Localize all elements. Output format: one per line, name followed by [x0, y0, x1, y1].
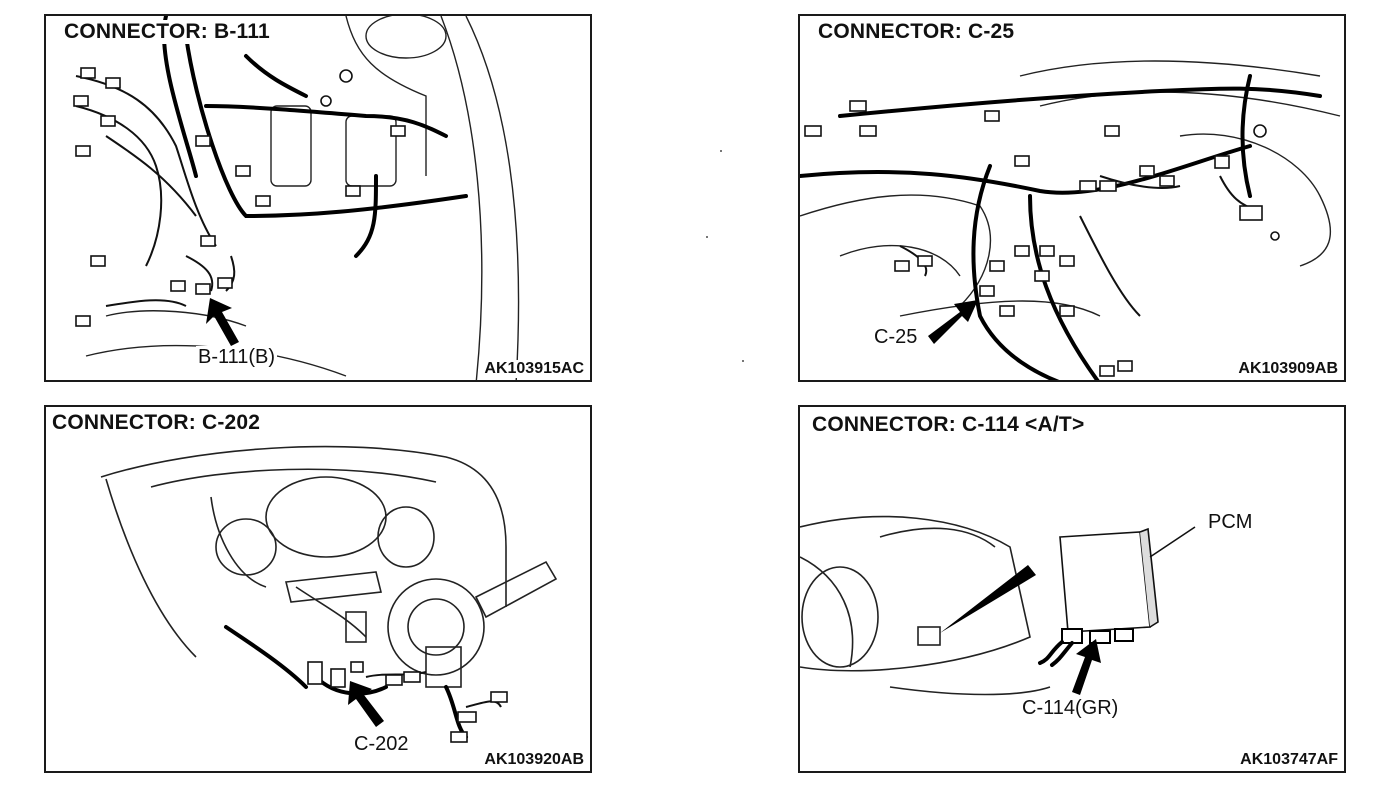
- c114-pcm-illustration: [800, 515, 1196, 696]
- figure-code: AK103920AB: [482, 751, 586, 769]
- scan-speck: [706, 236, 708, 238]
- figure-code: AK103909AB: [1236, 360, 1340, 378]
- pcm-label: PCM: [1206, 511, 1255, 534]
- figure-code: AK103915AC: [482, 360, 586, 378]
- connector-callout: C-25: [872, 326, 920, 349]
- c25-pointer-arrow: [928, 300, 978, 344]
- panel-c25: CONNECTOR: C-25 C-25 AK103909AB: [798, 14, 1346, 382]
- b111-pointer-arrow: [206, 298, 239, 346]
- scan-speck: [742, 360, 744, 362]
- panel-title: CONNECTOR: C-114 <A/T>: [808, 413, 1089, 437]
- pcm-location-leader: [940, 565, 1036, 633]
- c202-wiring-illustration: [100, 445, 558, 743]
- scan-speck: [720, 150, 722, 152]
- connector-callout: C-114(GR): [1020, 697, 1121, 720]
- c114-pointer-arrow: [1072, 639, 1101, 695]
- connector-callout: C-202: [352, 733, 411, 756]
- panel-c114: CONNECTOR: C-114 <A/T> PCM C-114(GR) AK1…: [798, 405, 1346, 773]
- panel-b111: CONNECTOR: B-111 B-111(B) AK103915AC: [44, 14, 592, 382]
- panel-title: CONNECTOR: C-202: [48, 411, 265, 435]
- connector-callout: B-111(B): [196, 346, 278, 369]
- panel-title: CONNECTOR: C-25: [814, 20, 1019, 44]
- b111-wiring-illustration: [73, 16, 520, 380]
- panel-title: CONNECTOR: B-111: [60, 20, 274, 44]
- c25-wiring-illustration: [800, 60, 1341, 380]
- figure-code: AK103747AF: [1238, 751, 1340, 769]
- c202-pointer-arrow: [348, 681, 384, 727]
- panel-c202: CONNECTOR: C-202 C-202 AK103920AB: [44, 405, 592, 773]
